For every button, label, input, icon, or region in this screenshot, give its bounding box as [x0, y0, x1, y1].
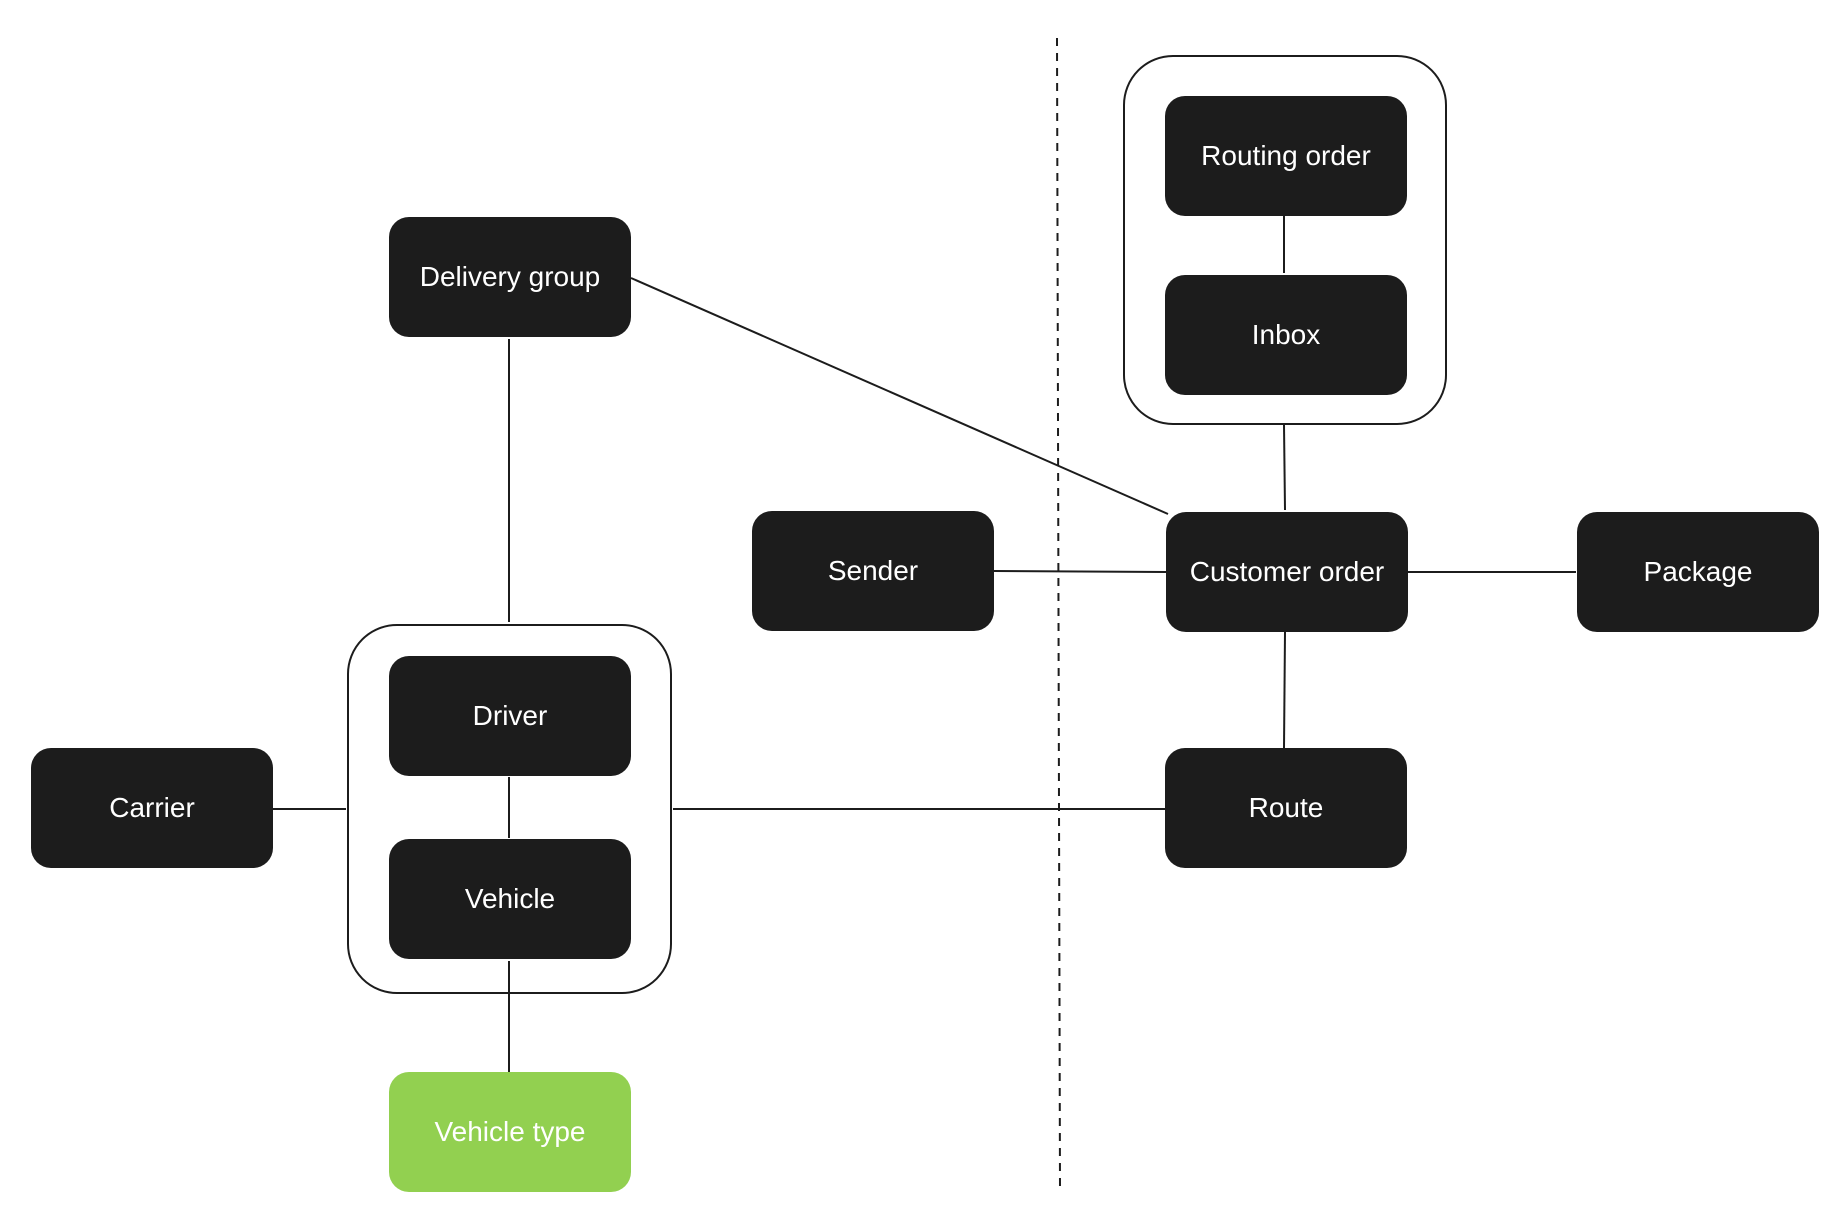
node-label: Carrier: [109, 792, 195, 823]
node-label: Delivery group: [419, 261, 601, 292]
node-label: Sender: [827, 555, 919, 586]
node-label: Route: [1248, 792, 1324, 823]
node-route[interactable]: Route: [1165, 748, 1407, 868]
edge-delivery-group-customer-order: [630, 277, 1169, 515]
node-vehicle-type[interactable]: Vehicle type: [389, 1072, 631, 1192]
node-delivery-group[interactable]: Delivery group: [389, 217, 631, 337]
node-vehicle[interactable]: Vehicle: [389, 839, 631, 959]
node-customer-order[interactable]: Customer order: [1166, 512, 1408, 632]
node-package[interactable]: Package: [1577, 512, 1819, 632]
node-label: Package: [1643, 556, 1753, 587]
edge-customer-order-route: [1283, 631, 1286, 749]
node-sender[interactable]: Sender: [752, 511, 994, 631]
edge-inbox-group-customer-order: [1283, 424, 1286, 511]
routing-inbox-group: [1123, 55, 1447, 425]
node-carrier[interactable]: Carrier: [31, 748, 273, 868]
node-label: Routing order: [1201, 140, 1371, 171]
node-label: Inbox: [1251, 319, 1321, 350]
edge-sender-customer-order: [993, 570, 1167, 573]
divider-line: [1056, 37, 1061, 1191]
node-inbox[interactable]: Inbox: [1165, 275, 1407, 395]
node-label: Customer order: [1189, 556, 1385, 587]
node-driver[interactable]: Driver: [389, 656, 631, 776]
node-label: Vehicle: [464, 883, 556, 914]
node-label: Vehicle type: [434, 1116, 586, 1147]
node-label: Driver: [472, 700, 548, 731]
node-routing-order[interactable]: Routing order: [1165, 96, 1407, 216]
driver-vehicle-group: [347, 624, 672, 994]
